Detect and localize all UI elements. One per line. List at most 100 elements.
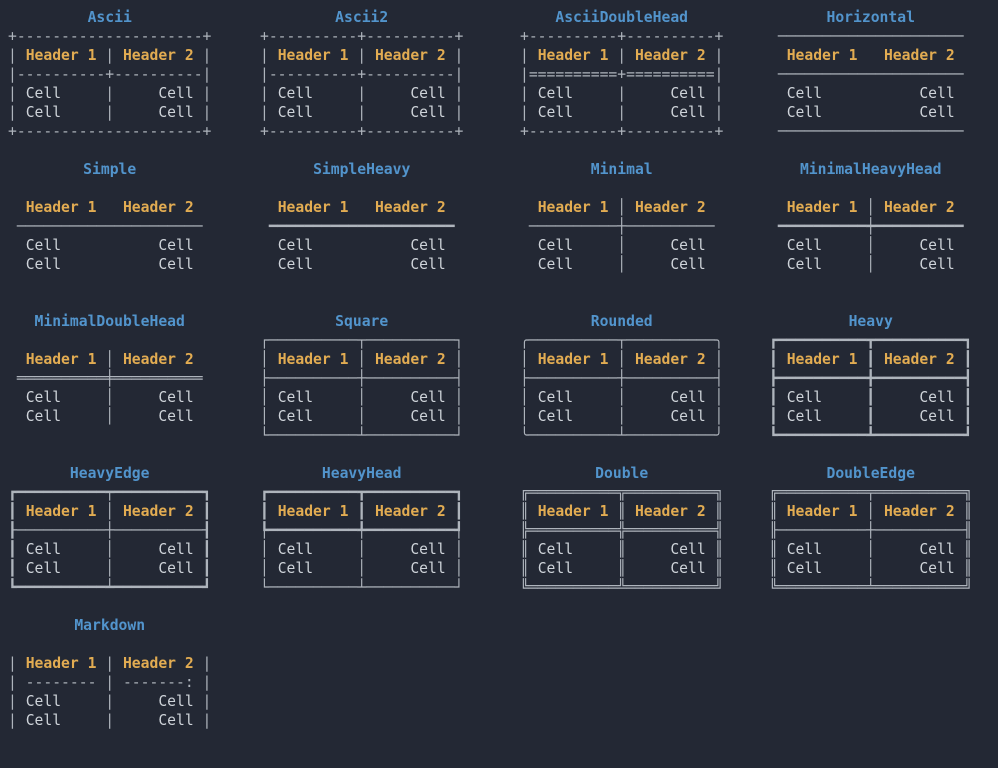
cell-text: Cell — [537, 560, 574, 577]
table-block-minimal: Minimal Header 1 │ Header 2 ──────────┼─… — [500, 160, 749, 312]
border-art: ══════════╪══════════ — [8, 370, 212, 387]
border-art: | — [8, 712, 26, 729]
header-text: Header 2 — [122, 655, 194, 672]
border-art: └──────────┴──────────┘ — [260, 427, 464, 444]
cell-text: Cell — [277, 408, 314, 425]
border-art: | — [8, 47, 26, 64]
border-art — [955, 237, 973, 254]
table-box-art: Header 1 │ Header 2 ──────────┼─────────… — [520, 179, 723, 274]
border-art — [8, 351, 26, 368]
border-art: | — [193, 47, 212, 64]
cell-text: Cell — [919, 256, 955, 273]
border-art — [446, 237, 464, 254]
table-title: Simple — [83, 161, 137, 178]
border-art: ║ — [520, 541, 538, 558]
border-art: ┃ — [445, 503, 464, 520]
border-art: ╔══════════╦══════════╗ — [520, 484, 724, 501]
table-wrap: Simple Header 1 Header 2 ───────────────… — [8, 160, 211, 274]
table-block-square: Square┌──────────┬──────────┐ │ Header 1… — [250, 312, 500, 464]
header-text: Header 2 — [374, 503, 446, 520]
cell-text: Cell — [786, 237, 823, 254]
table-box-art: Header 1 Header 2 ━━━━━━━━━━━━━━━━━━━━━ … — [260, 179, 463, 274]
header-text: Header 1 — [25, 351, 97, 368]
border-art: | — [61, 104, 159, 121]
border-art: +----------+----------+ — [260, 28, 464, 45]
header-text: Header 1 — [786, 351, 858, 368]
border-art: |----------+----------| — [8, 66, 212, 83]
border-art: ┏━━━━━━━━━━┯━━━━━━━━━━┓ — [8, 484, 212, 501]
border-art: +----------+----------+ — [520, 28, 724, 45]
table-title: Ascii — [87, 9, 132, 26]
cell-text: Cell — [786, 560, 823, 577]
border-art: ║ — [573, 541, 671, 558]
border-art: │ — [61, 389, 159, 406]
table-box-art: +----------+----------+ | Header 1 | Hea… — [520, 27, 723, 141]
cell-text: Cell — [919, 85, 955, 102]
border-art: | — [8, 693, 26, 710]
table-box-art: ┌──────────┬──────────┐ │ Header 1 │ Hea… — [260, 331, 463, 445]
cell-text: Cell — [158, 560, 194, 577]
border-art — [706, 256, 724, 273]
border-art: │ — [573, 408, 671, 425]
border-art: ║ — [769, 560, 787, 577]
border-art: ──────────┼────────── — [520, 218, 724, 235]
border-art: | — [445, 47, 464, 64]
table-box-art: +----------+----------+ | Header 1 | Hea… — [260, 27, 463, 141]
table-wrap: Horizontal ───────────────────── Header … — [769, 8, 972, 141]
border-art — [955, 199, 973, 216]
cell-text: Cell — [277, 104, 314, 121]
header-text: Header 2 — [883, 47, 955, 64]
cell-text: Cell — [919, 237, 955, 254]
table-wrap: MinimalHeavyHead Header 1 │ Header 2 ━━━… — [769, 160, 972, 274]
table-wrap: DoubleEdge╔══════════╤══════════╗ ║ Head… — [769, 464, 972, 597]
table-wrap: Square┌──────────┬──────────┐ │ Header 1… — [260, 312, 463, 445]
border-art: │ — [573, 237, 671, 254]
border-art: | — [61, 712, 159, 729]
border-art: ┃ — [193, 503, 212, 520]
header-text: Header 2 — [374, 199, 446, 216]
table-box-art: ╔══════════╦══════════╗ ║ Header 1 ║ Hea… — [520, 483, 723, 597]
table-title: SimpleHeavy — [313, 161, 411, 178]
border-art — [520, 199, 538, 216]
header-text: Header 2 — [883, 199, 955, 216]
border-art: │ — [520, 351, 538, 368]
header-text: Header 1 — [277, 47, 349, 64]
header-text: Header 2 — [122, 199, 194, 216]
table-block-simpleheavy: SimpleHeavy Header 1 Header 2 ━━━━━━━━━━… — [250, 160, 500, 312]
cell-text: Cell — [410, 541, 446, 558]
border-art — [706, 237, 724, 254]
border-art: ║ — [769, 503, 787, 520]
cell-text: Cell — [158, 693, 194, 710]
header-text: Header 2 — [374, 351, 446, 368]
cell-text: Cell — [410, 389, 446, 406]
border-art — [194, 389, 212, 406]
table-wrap: Markdown | Header 1 | Header 2 | | -----… — [8, 616, 211, 730]
cell-text: Cell — [25, 256, 62, 273]
border-art — [194, 237, 212, 254]
table-box-art: ┏━━━━━━━━━━┳━━━━━━━━━━┓ ┃ Header 1 ┃ Hea… — [260, 483, 463, 597]
border-art: ───────────────────── — [769, 123, 973, 140]
cell-text: Cell — [158, 541, 194, 558]
border-art: | — [705, 47, 724, 64]
cell-text: Cell — [25, 389, 62, 406]
border-art: +---------------------+ — [8, 28, 212, 45]
border-art: | — [313, 85, 411, 102]
border-art — [520, 237, 538, 254]
border-art — [194, 199, 212, 216]
border-art: | — [8, 104, 26, 121]
border-art: +----------+----------+ — [260, 123, 464, 140]
border-art: | — [573, 104, 671, 121]
cell-text: Cell — [410, 85, 446, 102]
table-block-ascii2: Ascii2+----------+----------+ | Header 1… — [250, 8, 500, 160]
header-text: Header 1 — [786, 503, 858, 520]
cell-text: Cell — [670, 408, 706, 425]
table-wrap: Heavy┏━━━━━━━━━━┳━━━━━━━━━━┓ ┃ Header 1 … — [769, 312, 972, 445]
border-art: ┃ — [260, 503, 278, 520]
cell-text: Cell — [277, 389, 314, 406]
border-art: │ — [348, 351, 375, 368]
header-text: Header 1 — [277, 199, 349, 216]
cell-text: Cell — [158, 237, 194, 254]
header-text: Header 1 — [537, 199, 609, 216]
border-art: | — [61, 693, 159, 710]
border-art: ┃ — [822, 389, 920, 406]
